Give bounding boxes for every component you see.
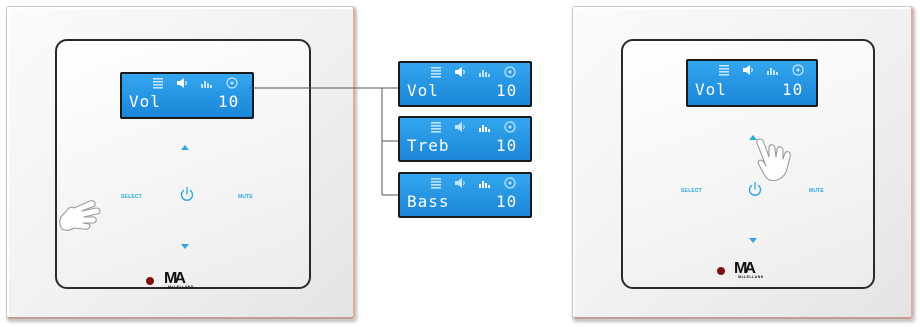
up-arrow-icon[interactable] [181, 145, 189, 150]
brand-logo: MA McLELLAND [734, 260, 768, 279]
display-value: 10 [782, 80, 804, 99]
lcd-display-left: Vol 10 [120, 72, 254, 119]
equalizer-icon [479, 70, 490, 77]
equalizer-icon [767, 68, 778, 75]
display-param: Vol [129, 92, 161, 111]
speaker-icon [455, 178, 465, 188]
mute-button[interactable]: MUTE [809, 188, 824, 194]
display-param: Treb [407, 136, 450, 155]
lcd-display-right: Vol 10 [686, 59, 818, 107]
display-value: 10 [496, 136, 518, 155]
callout-display-volume: Vol 10 [398, 61, 532, 107]
wall-panel-left: Vol 10 SELECT MUTE MA McLELLAND [6, 6, 356, 320]
status-led [717, 267, 725, 275]
wall-panel-right: Vol 10 SELECT MUTE MA McLELLAND [572, 6, 914, 320]
logo-mark: MA [164, 270, 186, 287]
select-button[interactable]: SELECT [121, 194, 142, 200]
speaker-icon [743, 65, 753, 75]
cd-icon [504, 66, 516, 78]
down-arrow-icon[interactable] [749, 238, 757, 243]
menu-icon [431, 67, 441, 78]
equalizer-icon [479, 181, 490, 188]
speaker-icon [455, 67, 465, 77]
brand-logo: MA McLELLAND [164, 270, 198, 289]
display-value: 10 [218, 92, 240, 111]
touch-area-left: Vol 10 SELECT MUTE MA McLELLAND [55, 39, 311, 289]
speaker-icon [177, 78, 187, 88]
status-led [146, 277, 154, 285]
display-value: 10 [496, 81, 518, 100]
display-param: Vol [407, 81, 439, 100]
display-value: 10 [496, 192, 518, 211]
touch-area-right: Vol 10 SELECT MUTE MA McLELLAND [621, 39, 875, 289]
menu-icon [719, 65, 729, 76]
hand-pointer-icon [756, 138, 791, 182]
hand-pointer-icon [59, 200, 101, 231]
display-param: Bass [407, 192, 450, 211]
display-param: Vol [695, 80, 727, 99]
select-button[interactable]: SELECT [681, 188, 702, 194]
up-arrow-icon[interactable] [749, 135, 757, 140]
callout-display-treble: Treb 10 [398, 116, 532, 162]
cd-icon [792, 64, 804, 76]
logo-mark: MA [734, 260, 756, 277]
speaker-icon [455, 122, 465, 132]
mute-button[interactable]: MUTE [238, 194, 253, 200]
logo-brand: McLELLAND [738, 275, 764, 279]
cd-icon [504, 121, 516, 133]
logo-brand: McLELLAND [168, 285, 194, 289]
equalizer-icon [201, 81, 212, 88]
power-icon[interactable] [179, 186, 195, 202]
equalizer-icon [479, 125, 490, 132]
power-icon[interactable] [747, 181, 763, 197]
down-arrow-icon[interactable] [181, 244, 189, 249]
menu-icon [431, 122, 441, 133]
menu-icon [153, 78, 163, 89]
callout-display-bass: Bass 10 [398, 172, 532, 218]
cd-icon [504, 177, 516, 189]
menu-icon [431, 178, 441, 189]
cd-icon [226, 77, 238, 89]
